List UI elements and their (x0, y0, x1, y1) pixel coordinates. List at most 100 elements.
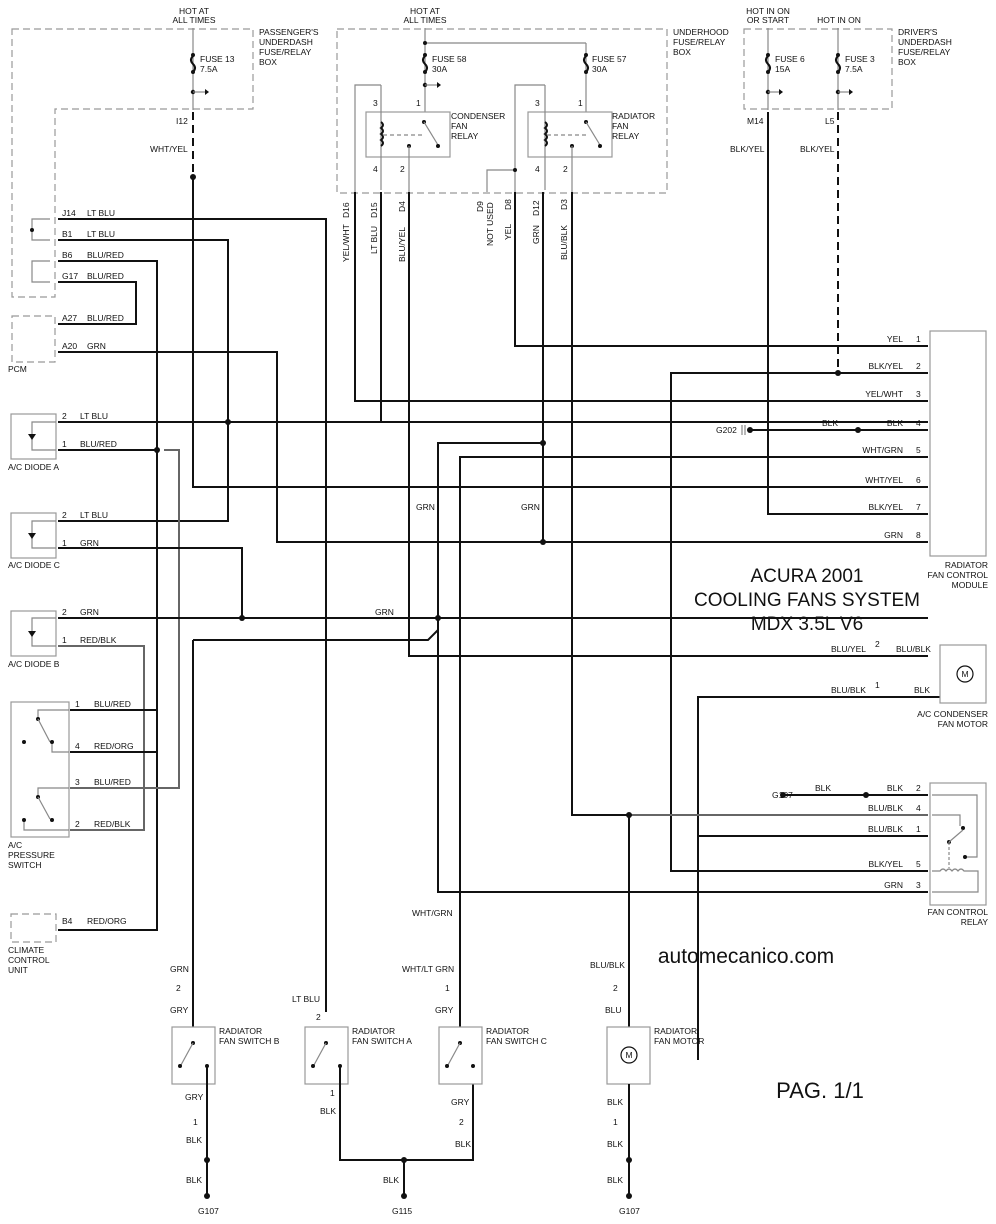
climate-control-label: CLIMATE (8, 945, 45, 955)
label: UNIT (8, 965, 28, 975)
label: FAN SWITCH B (219, 1036, 280, 1046)
label: 3 (75, 777, 80, 787)
label: 4 (535, 164, 540, 174)
label: WHT/LT GRN (402, 964, 454, 974)
label: GRN (170, 964, 189, 974)
label: B4 (62, 916, 73, 926)
label: FAN MOTOR (938, 719, 988, 729)
label: BLK (822, 418, 838, 428)
fuse-57-name: FUSE 57 (592, 54, 627, 64)
radiator-fan-switch-b: GRN 2 GRY RADIATOR FAN SWITCH B GRY 1 BL… (170, 964, 280, 1216)
label: GRN (531, 225, 541, 244)
label: D15 (369, 202, 379, 218)
label: 2 (62, 607, 67, 617)
label: 1 (62, 439, 67, 449)
radiator-relay-label-3: RELAY (612, 131, 640, 141)
fuse-58-rating: 30A (432, 64, 447, 74)
label: D16 (341, 202, 351, 218)
label: 1 (75, 699, 80, 709)
label: BLK (607, 1175, 623, 1185)
wire-label-blk-yel-a: BLK/YEL (730, 144, 765, 154)
underhood-box-label-3: BOX (673, 47, 691, 57)
fuse-3-name: FUSE 3 (845, 54, 875, 64)
label: A27 (62, 313, 77, 323)
passenger-fuse-box-outline (11, 28, 254, 298)
label: D8 (503, 199, 513, 210)
label: BLU/BLK (559, 225, 569, 260)
label: BLK (607, 1139, 623, 1149)
title-line-3: MDX 3.5L V6 (751, 614, 863, 635)
label: 1 (613, 1117, 618, 1127)
pcm-label: PCM (8, 364, 27, 374)
pressure-switch-label: A/C (8, 840, 22, 850)
fcm-wire-label: BLK (887, 418, 903, 428)
condenser-relay-label: CONDENSER (451, 111, 505, 121)
motor-icon (956, 665, 974, 683)
fcr-pin-number: 3 (916, 880, 921, 890)
label: BLK (455, 1139, 471, 1149)
label: BLU/BLK (831, 685, 866, 695)
fcm-wire-label: BLK/YEL (869, 361, 904, 371)
fcr-wire-label: BLU/BLK (868, 824, 903, 834)
label: BLU/RED (87, 250, 124, 260)
label: 1 (445, 983, 450, 993)
condenser-relay-label-2: FAN (451, 121, 468, 131)
label: BLU/YEL (831, 644, 866, 654)
label: GRN (87, 341, 106, 351)
fcm-pin-number: 7 (916, 502, 921, 512)
label: BLU/BLK (896, 644, 931, 654)
passenger-box-label-3: FUSE/RELAY (259, 47, 312, 57)
label: B1 (62, 229, 73, 239)
fan-control-module-label: RADIATOR (945, 560, 988, 570)
label: A20 (62, 341, 77, 351)
fcm-pin-number: 6 (916, 475, 921, 485)
label: 2 (62, 510, 67, 520)
underhood-box-label-2: FUSE/RELAY (673, 37, 726, 47)
radiator-fan-switch-c: WHT/GRN WHT/LT GRN 1 GRY RADIATOR FAN SW… (402, 908, 547, 1149)
label: B6 (62, 250, 73, 260)
label: NOT USED (485, 202, 495, 246)
driver-box-label-3: FUSE/RELAY (898, 47, 951, 57)
condenser-motor-label: A/C CONDENSER (917, 709, 988, 719)
connector-m14: M14 (747, 116, 764, 126)
fan-switch-b-label: RADIATOR (219, 1026, 262, 1036)
label: RELAY (961, 917, 989, 927)
ground-g107-a: G107 (198, 1206, 219, 1216)
wire-label-wht-yel: WHT/YEL (150, 144, 188, 154)
label: FAN SWITCH C (486, 1036, 547, 1046)
ac-condenser-fan-motor: M A/C CONDENSER FAN MOTOR BLU/YEL 2 BLU/… (831, 639, 988, 729)
label: M (625, 1050, 632, 1060)
label: 3 (373, 98, 378, 108)
label: PRESSURE (8, 850, 55, 860)
fcm-pin-number: 8 (916, 530, 921, 540)
label: 1 (875, 680, 880, 690)
driver-box-label-4: BOX (898, 57, 916, 67)
label: 1 (330, 1088, 335, 1098)
label: WHT/GRN (412, 908, 453, 918)
fcr-wire-label: GRN (884, 880, 903, 890)
label: 1 (62, 538, 67, 548)
label: BLK (383, 1175, 399, 1185)
hot-at-all-times-label-b: HOT AT (410, 6, 440, 16)
ground-g107-relay: G107 (772, 790, 793, 800)
driver-box-label-2: UNDERDASH (898, 37, 952, 47)
label: YEL/WHT (341, 224, 351, 262)
label: D3 (559, 199, 569, 210)
ac-diode-b-label: A/C DIODE B (8, 659, 60, 669)
hot-at-all-times-label-b2: ALL TIMES (404, 15, 447, 25)
label: CONTROL (8, 955, 50, 965)
fcm-pin-number: 3 (916, 389, 921, 399)
label: MODULE (952, 580, 989, 590)
fcr-wire-label: BLK (887, 783, 903, 793)
label: BLU/RED (80, 439, 117, 449)
label: LT BLU (80, 411, 108, 421)
label: BLU/RED (94, 699, 131, 709)
fan-switch-c-label: RADIATOR (486, 1026, 529, 1036)
label: 2 (875, 639, 880, 649)
label: 2 (62, 411, 67, 421)
label: BLU/RED (94, 777, 131, 787)
